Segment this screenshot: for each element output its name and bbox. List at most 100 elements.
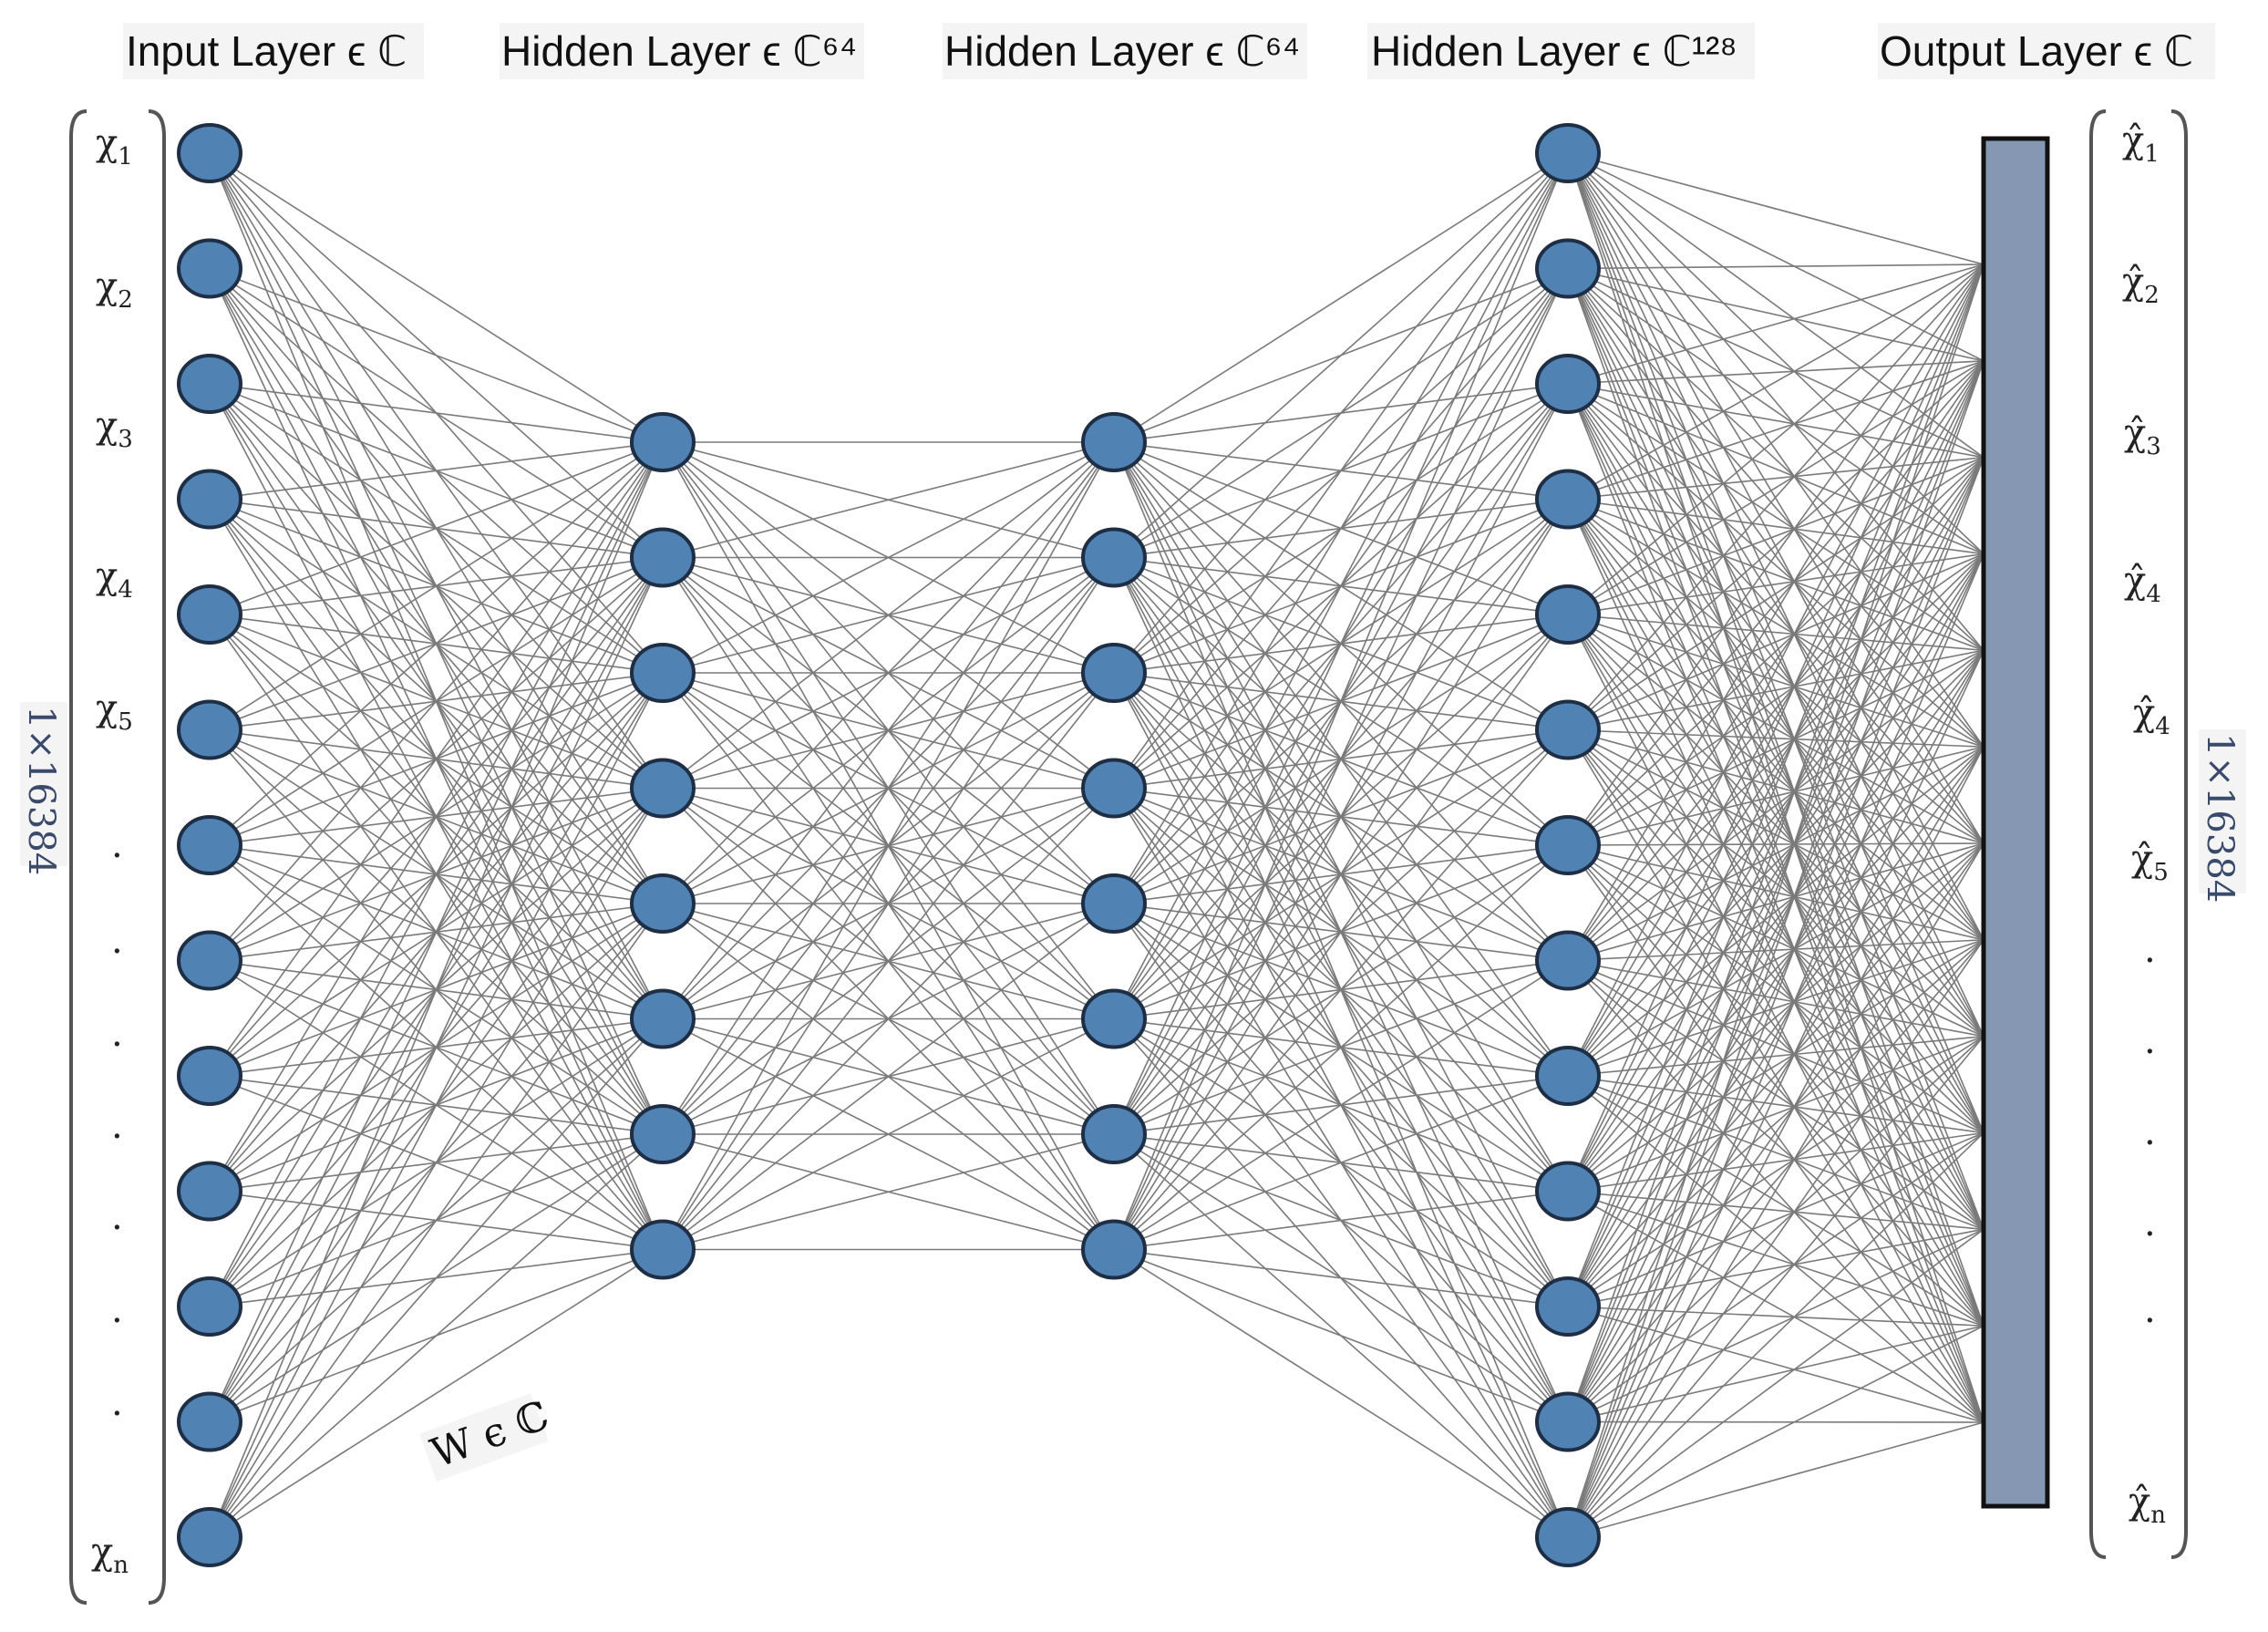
connection-edge: [1567, 746, 1984, 1538]
input-ellipsis-dot: .: [111, 920, 123, 962]
connection-edge: [1567, 746, 1984, 846]
hidden2-node: [1081, 1104, 1147, 1164]
connection-edge: [1567, 1228, 1984, 1538]
input-node: [177, 469, 242, 530]
connection-edge: [1567, 457, 1984, 1307]
connection-edge: [209, 1133, 664, 1538]
output-ellipsis-dot: .: [2144, 1111, 2156, 1153]
hidden1-node: [630, 412, 696, 472]
connection-edge: [209, 672, 664, 1538]
hidden1-node: [630, 1104, 696, 1164]
connection-edge: [662, 441, 1115, 1019]
output-bracket-right: [2170, 109, 2188, 1559]
input-ellipsis-dot: .: [111, 824, 123, 866]
output-label-last: χ̂n: [2129, 1481, 2166, 1529]
output-label: χ̂4: [2124, 560, 2161, 608]
connection-edge: [1567, 553, 1984, 846]
output-layer-bar: [1981, 136, 2050, 1509]
connection-edge: [1567, 263, 1984, 1422]
connection-edge: [209, 1248, 664, 1538]
hidden3-node: [1535, 699, 1601, 760]
connection-edge: [1567, 360, 1984, 501]
connection-edge: [1567, 553, 1984, 1307]
connection-edge: [1113, 152, 1569, 904]
connection-edge: [1567, 1421, 1984, 1538]
connection-edge: [1567, 457, 1984, 1422]
connection-edge: [1567, 360, 1984, 1538]
connection-edge: [1567, 456, 1984, 731]
connection-edge: [209, 441, 664, 501]
hidden3-node: [1535, 1161, 1601, 1222]
input-ellipsis-dot: .: [111, 1105, 123, 1147]
connection-edge: [1113, 1248, 1569, 1307]
input-node: [177, 123, 242, 183]
connection-edge: [1567, 498, 1984, 555]
hidden1-node: [630, 527, 696, 588]
connection-edge: [1567, 457, 1984, 846]
connection-edge: [1567, 152, 1984, 265]
input-bracket-left: [69, 109, 88, 1605]
connection-edge: [209, 441, 664, 1538]
connection-edge: [1567, 746, 1984, 1422]
connection-edge: [1567, 614, 1984, 748]
hidden3-node: [1535, 354, 1601, 414]
connection-edge: [1113, 614, 1569, 1250]
connection-edge: [1567, 360, 1984, 615]
connection-edge: [662, 441, 1115, 790]
input-label: χ1: [96, 122, 133, 170]
input-node: [177, 1391, 242, 1452]
connection-edge: [1567, 1325, 1984, 1538]
connection-edge: [1567, 728, 1984, 748]
input-label: χ4: [96, 555, 133, 604]
hidden1-node: [630, 988, 696, 1049]
hidden1-node: [630, 758, 696, 819]
hidden2-node: [1081, 527, 1147, 588]
connection-edge: [1567, 152, 1984, 459]
connection-edge: [662, 1017, 1115, 1251]
connection-edge: [1567, 267, 1984, 362]
connection-edge: [662, 441, 1115, 559]
connection-edge: [209, 903, 664, 1538]
connection-edge: [1567, 649, 1984, 1307]
connection-edge: [1567, 649, 1984, 846]
output-label: χ̂5: [2131, 838, 2169, 886]
connection-edge: [1567, 746, 1984, 1077]
connection-edge: [1567, 457, 1984, 1077]
output-ellipsis-dot: .: [2144, 1020, 2156, 1062]
connection-edge: [1567, 360, 1984, 1422]
hidden3-node: [1535, 1046, 1601, 1106]
input-ellipsis-dot: .: [111, 1196, 123, 1238]
input-label: χ2: [96, 265, 133, 314]
header-hidden-layer-3: Hidden Layer ϵ ℂ¹²⁸: [1371, 27, 1737, 75]
hidden3-node: [1535, 469, 1601, 530]
connection-edge: [209, 441, 664, 731]
input-ellipsis-dot: .: [111, 1289, 123, 1331]
connection-edge: [209, 441, 664, 962]
connection-edge: [1113, 152, 1569, 1019]
connection-edge: [209, 383, 664, 443]
connection-edge: [1567, 152, 1984, 748]
connection-edge: [1567, 263, 1984, 846]
input-node: [177, 354, 242, 414]
output-label: χ̂4: [2133, 692, 2170, 740]
connection-edge: [209, 267, 664, 443]
connection-edge: [1567, 263, 1984, 270]
connection-edge: [1113, 383, 1569, 1250]
connection-edge: [1567, 263, 1984, 731]
hidden3-node: [1535, 930, 1601, 991]
connection-edge: [1567, 553, 1984, 962]
hidden1-node: [630, 643, 696, 703]
input-node: [177, 699, 242, 760]
header-hidden-layer-2: Hidden Layer ϵ ℂ⁶⁴: [944, 27, 1300, 75]
connection-edge: [662, 672, 1115, 1250]
connection-edge: [1567, 842, 1984, 1193]
connection-edge: [1567, 649, 1984, 962]
hidden3-node: [1535, 1276, 1601, 1337]
connection-edge: [1567, 360, 1984, 961]
connection-edge: [209, 1017, 664, 1538]
input-ellipsis-dot: .: [111, 1013, 123, 1055]
connection-edge: [1113, 1248, 1569, 1423]
connection-edge: [1567, 1075, 1984, 1231]
connection-edge: [1567, 263, 1984, 1538]
